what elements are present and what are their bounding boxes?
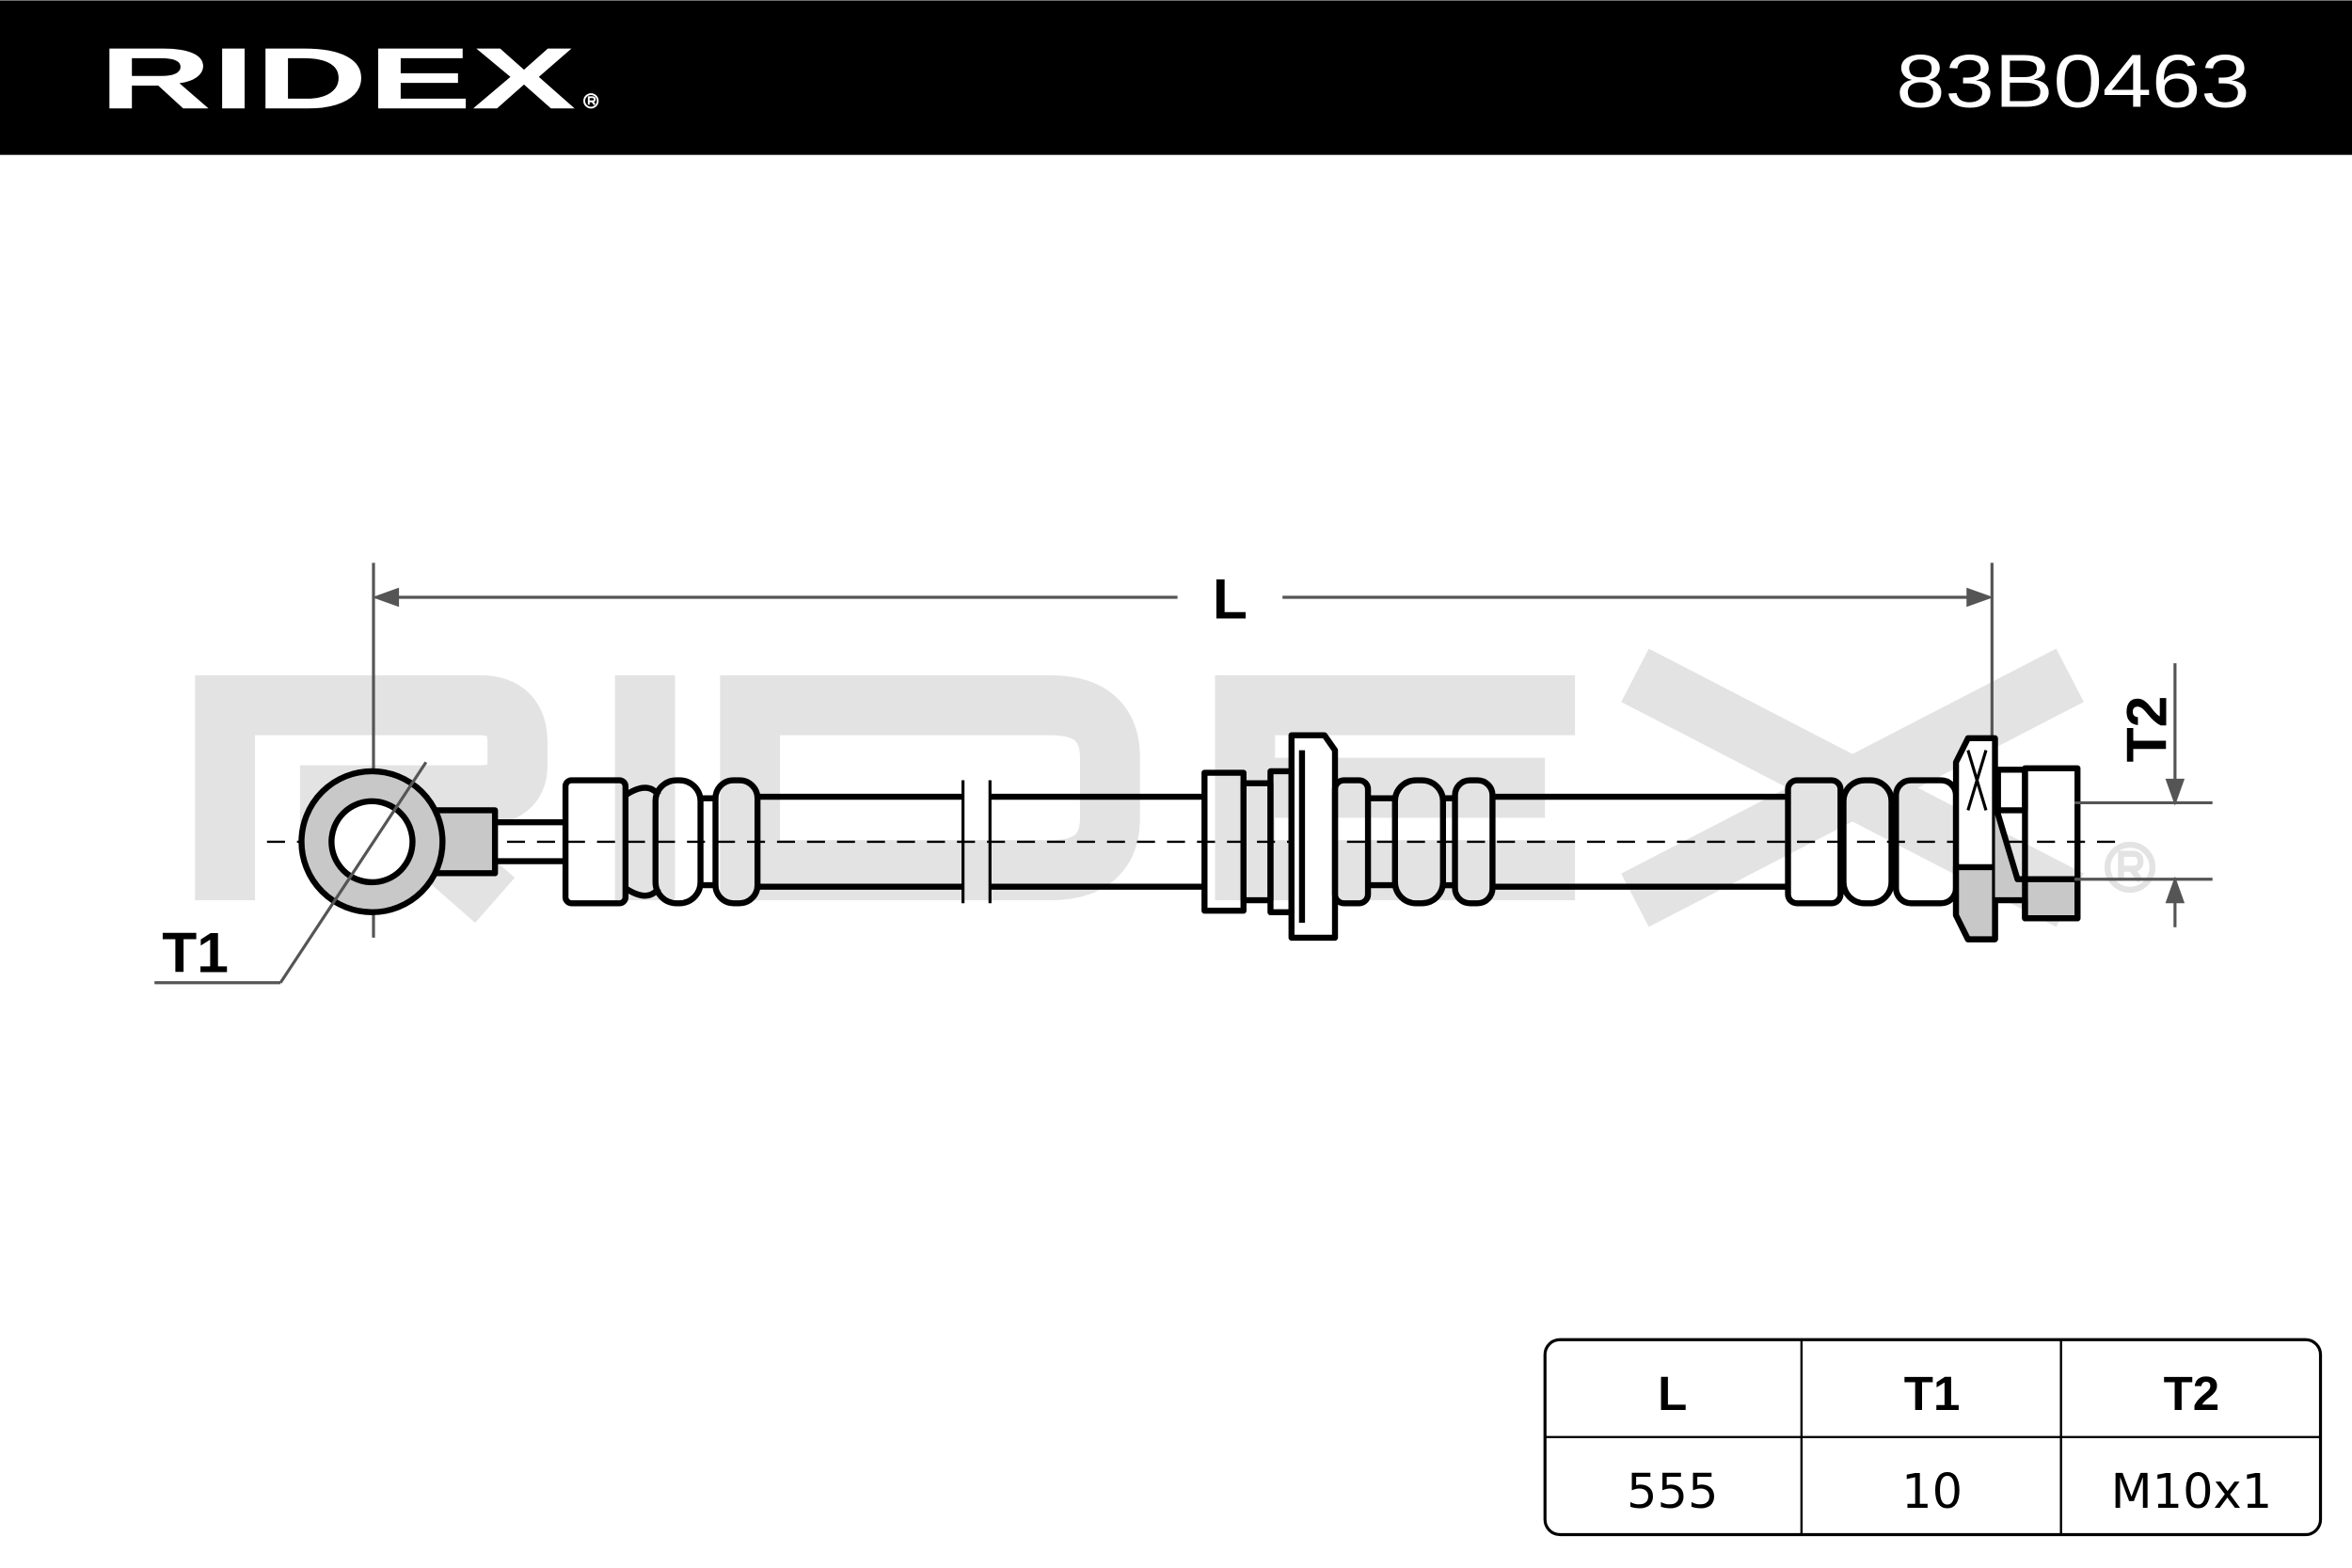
part-number: 83B0463 bbox=[1896, 40, 2249, 123]
length-label: L bbox=[1213, 566, 1248, 630]
header-bar: RIDEX 83B0463 bbox=[0, 0, 2352, 155]
table-header-l: L bbox=[1658, 1367, 1687, 1420]
table-value-l: 555 bbox=[1627, 1465, 1718, 1520]
table-header-t2: T2 bbox=[2164, 1367, 2220, 1420]
t2-label: T2 bbox=[2114, 696, 2178, 763]
watermark-logo bbox=[195, 648, 2084, 927]
registered-mark-icon bbox=[583, 93, 599, 109]
t1-label: T1 bbox=[162, 921, 229, 985]
t2-dimension bbox=[2074, 663, 2213, 927]
brand-logo: RIDEX bbox=[99, 29, 576, 127]
table-value-t2: M10x1 bbox=[2111, 1465, 2273, 1520]
spec-table: L T1 T2 555 10 M10x1 bbox=[1543, 1338, 2323, 1537]
brake-hose bbox=[298, 732, 2081, 942]
t1-leader bbox=[154, 761, 428, 985]
table-value-t1: 10 bbox=[1901, 1465, 1963, 1520]
watermark-registered-icon bbox=[2104, 841, 2156, 894]
table-header-t1: T1 bbox=[1904, 1367, 1961, 1420]
